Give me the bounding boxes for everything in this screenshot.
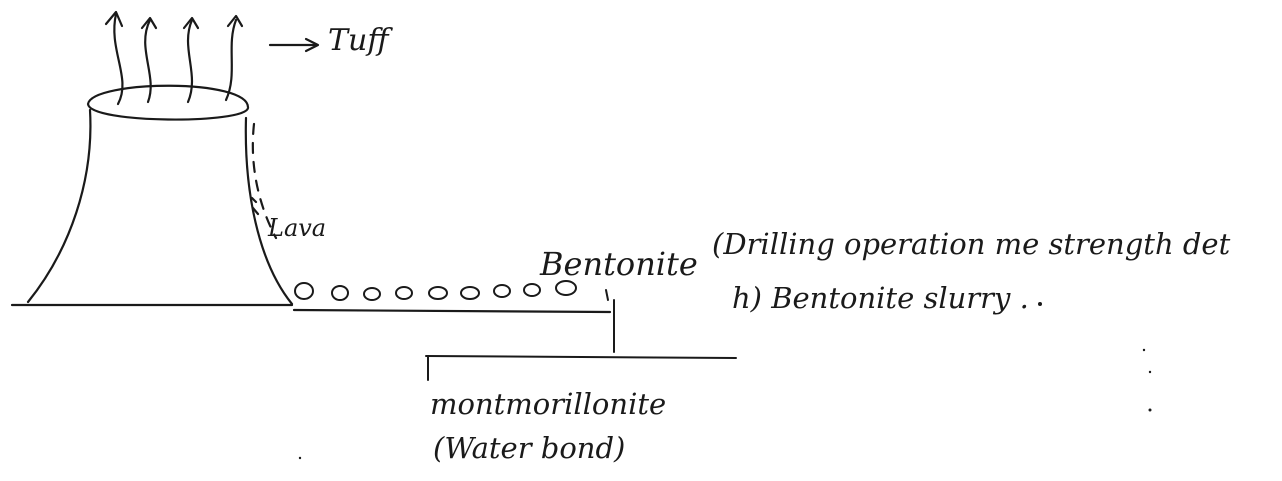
bentonite-label: Bentonite	[540, 245, 698, 283]
volcano-right-side	[244, 116, 294, 306]
smoke-arrow-3	[186, 18, 194, 104]
tuff-label: Tuff	[328, 23, 389, 58]
montmorillonite-label: montmorillonite	[430, 387, 667, 421]
bracket-vertical-tick	[605, 289, 609, 301]
volcano-crater-rim	[86, 84, 250, 121]
water-bond-label: (Water bond)	[433, 431, 626, 465]
drilling-note-line1: (Drilling operation me strength det	[712, 227, 1231, 261]
drilling-note-line2: h) Bentonite slurry .	[732, 281, 1029, 315]
smoke-arrow-2	[144, 18, 152, 104]
smoke-arrow-1	[113, 12, 124, 106]
lava-label: Lava	[268, 214, 327, 242]
ash-ground-line	[292, 308, 612, 314]
bentonite-particles	[294, 280, 577, 301]
lava-flow-dashed	[251, 122, 278, 240]
smoke-arrow-4	[224, 18, 238, 102]
volcano-left-side	[26, 108, 92, 304]
bracket-bar	[425, 355, 737, 359]
